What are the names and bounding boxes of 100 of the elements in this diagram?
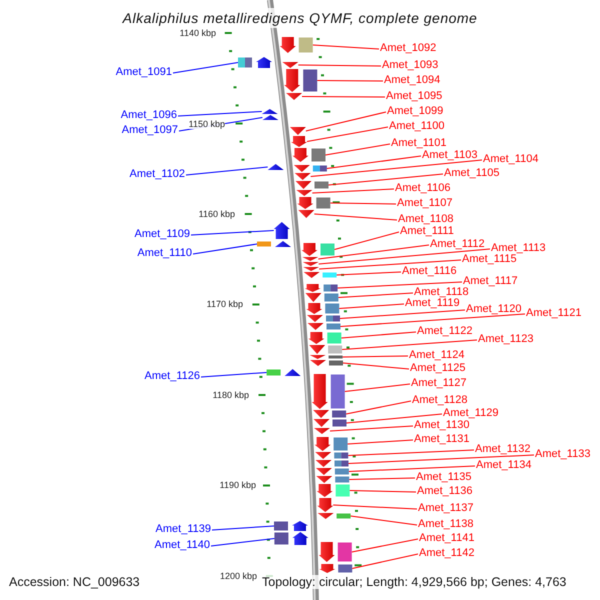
gene-triangle bbox=[309, 345, 342, 354]
gene-label: Amet_1134 bbox=[476, 459, 532, 471]
gene-triangle bbox=[315, 452, 348, 459]
gene-triangle bbox=[266, 369, 301, 376]
gene-pentagon bbox=[284, 69, 318, 92]
gene-triangle bbox=[306, 315, 340, 322]
leader-line bbox=[342, 362, 410, 370]
leader-line bbox=[337, 282, 462, 288]
gene-pentagon bbox=[301, 243, 334, 256]
gene-label: Amet_1123 bbox=[478, 333, 534, 345]
gene-label: Amet_1142 bbox=[419, 547, 474, 559]
leader-line bbox=[334, 232, 400, 250]
leader-line bbox=[212, 526, 274, 530]
gene-label: Amet_1109 bbox=[134, 228, 190, 240]
leader-line bbox=[351, 538, 418, 552]
gene-label: Amet_1115 bbox=[462, 253, 517, 265]
gene-label: Amet_1093 bbox=[382, 59, 438, 71]
gene-label: Amet_1102 bbox=[130, 168, 185, 180]
gene-pentagon bbox=[319, 564, 352, 573]
leader-line bbox=[342, 356, 408, 358]
gene-label: Amet_1127 bbox=[411, 377, 466, 389]
leader-line bbox=[348, 478, 416, 480]
leader-line bbox=[298, 64, 382, 66]
leader-line bbox=[306, 126, 388, 142]
gene-triangle bbox=[294, 173, 311, 180]
leader-line bbox=[350, 516, 418, 526]
gene-label: Amet_1135 bbox=[416, 471, 472, 483]
gene-triangle bbox=[310, 360, 343, 366]
gene-triangle bbox=[313, 410, 346, 418]
gene-triangle bbox=[294, 165, 327, 172]
gene-label: Amet_1107 bbox=[397, 197, 452, 209]
gene-pentagon bbox=[292, 148, 326, 162]
leader-line bbox=[348, 454, 534, 464]
gene-label: Amet_1124 bbox=[409, 349, 464, 361]
gene-label: Amet_1120 bbox=[466, 303, 522, 315]
leader-line bbox=[347, 440, 414, 444]
gene-label: Amet_1140 bbox=[154, 539, 210, 551]
gene-pentagon bbox=[304, 284, 338, 292]
gene-label: Amet_1128 bbox=[412, 394, 468, 406]
leader-line bbox=[312, 44, 380, 50]
gene-label: Amet_1099 bbox=[387, 105, 444, 117]
leader-line bbox=[338, 304, 404, 309]
gene-pentagon bbox=[297, 197, 330, 209]
gene-triangle bbox=[262, 115, 278, 120]
gene-label: Amet_1112 bbox=[430, 238, 485, 250]
gene-label: Amet_1104 bbox=[483, 153, 538, 165]
leader-line bbox=[344, 384, 410, 392]
gene-triangle bbox=[305, 293, 338, 302]
gene-label: Amet_1110 bbox=[137, 247, 192, 259]
scale-label: 1160 kbp bbox=[198, 209, 235, 219]
leader-line bbox=[200, 372, 268, 378]
leader-line bbox=[190, 230, 274, 236]
gene-label: Amet_1092 bbox=[380, 42, 436, 54]
scale-label: 1180 kbp bbox=[212, 390, 249, 400]
gene-pentagon bbox=[274, 521, 308, 531]
leader-line bbox=[178, 111, 262, 116]
leader-line bbox=[325, 144, 390, 156]
gene-pentagon bbox=[308, 332, 342, 344]
gene-triangle bbox=[314, 419, 346, 427]
gene-label: Amet_1100 bbox=[389, 120, 444, 132]
gene-label: Amet_1095 bbox=[386, 90, 442, 102]
gene-label: Amet_1131 bbox=[414, 433, 470, 445]
leader-line bbox=[314, 214, 398, 220]
gene-label: Amet_1119 bbox=[405, 297, 460, 309]
leader-line bbox=[318, 260, 462, 270]
gene-triangle bbox=[257, 241, 291, 247]
leader-line bbox=[192, 244, 258, 254]
gene-label: Amet_1116 bbox=[402, 265, 457, 277]
gene-pentagon bbox=[274, 532, 308, 545]
footer-text: Topology: circular; Length: 4,929,566 bp; Genes: 4,763 bbox=[262, 575, 566, 589]
gene-label: Amet_1129 bbox=[443, 407, 498, 419]
leader-line bbox=[318, 244, 430, 260]
gene-label: Amet_1121 bbox=[526, 307, 582, 319]
leader-line bbox=[172, 62, 238, 74]
gene-label: Amet_1097 bbox=[122, 124, 178, 136]
gene-triangle bbox=[298, 210, 314, 218]
gene-pentagon bbox=[306, 303, 340, 314]
leader-line bbox=[312, 188, 394, 194]
gene-triangle bbox=[302, 257, 318, 261]
scale-label: 1140 kbp bbox=[180, 28, 216, 38]
gene-label: Amet_1141 bbox=[419, 532, 474, 544]
leader-line bbox=[342, 340, 478, 350]
gene-triangle bbox=[303, 267, 320, 271]
leader-line bbox=[348, 450, 474, 456]
gene-triangle bbox=[316, 468, 349, 475]
leader-line bbox=[346, 400, 412, 414]
gene-label: Amet_1125 bbox=[410, 362, 466, 374]
gene-pentagon bbox=[274, 222, 290, 239]
gene-pentagon bbox=[312, 374, 345, 409]
gene-label: Amet_1130 bbox=[414, 419, 470, 431]
gene-label: Amet_1111 bbox=[400, 225, 454, 237]
gene-triangle bbox=[268, 164, 284, 170]
leader-line bbox=[310, 160, 482, 177]
leader-line bbox=[330, 426, 414, 432]
gene-triangle bbox=[318, 513, 351, 519]
gene-triangle bbox=[308, 323, 340, 330]
leader-line bbox=[305, 112, 386, 132]
gene-label: Amet_1137 bbox=[418, 502, 474, 514]
leader-line bbox=[330, 202, 396, 204]
gene-label: Amet_1133 bbox=[535, 448, 590, 460]
